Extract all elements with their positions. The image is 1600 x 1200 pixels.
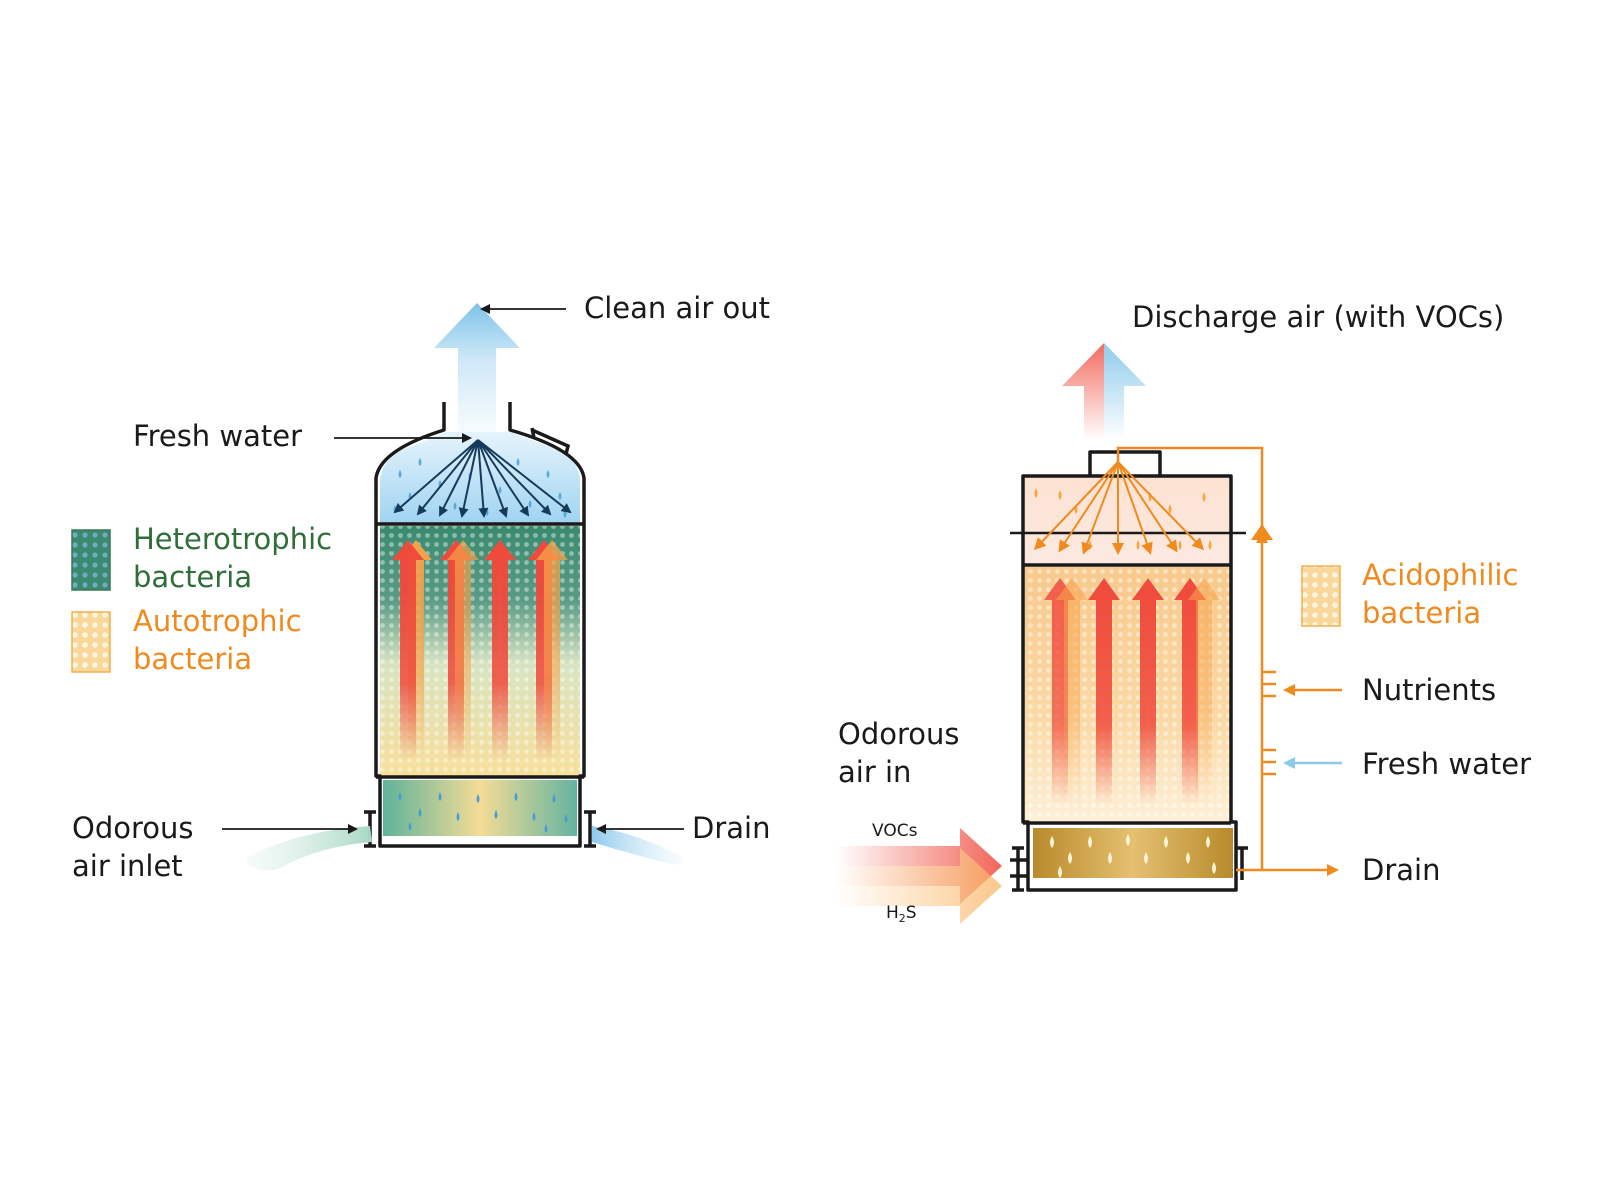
autotrophic-label-2: bacteria xyxy=(133,642,252,676)
acidophilic-label-1: Acidophilic xyxy=(1362,558,1518,592)
h2s-label: H2S xyxy=(886,903,917,925)
acidophilic-swatch xyxy=(1301,565,1341,627)
autotrophic-swatch xyxy=(71,611,111,673)
odorous-air-inlet-label-1: Odorous xyxy=(72,811,194,845)
right-scrubber xyxy=(836,343,1342,924)
fresh-water-right-label: Fresh water xyxy=(1362,747,1531,781)
drain-water-wisp xyxy=(592,826,684,865)
left-scrubber xyxy=(245,303,684,871)
top-droplets xyxy=(1034,488,1212,550)
discharge-air-label: Discharge air (with VOCs) xyxy=(1132,300,1504,334)
right-sump xyxy=(1033,828,1233,878)
inlet-air-wisp xyxy=(245,826,372,871)
spray-arrows xyxy=(393,439,572,518)
sump-droplets xyxy=(398,792,568,833)
clean-air-arrow xyxy=(434,303,520,445)
acidophilic-label-2: bacteria xyxy=(1362,596,1481,630)
vessel-outline xyxy=(374,402,586,848)
right-sump-droplets xyxy=(1050,834,1216,878)
bed-air-arrows xyxy=(392,540,568,760)
h2s-arrow xyxy=(836,848,1002,924)
heterotrophic-label-1: Heterotrophic xyxy=(133,522,332,556)
odorous-air-in-label-1: Odorous xyxy=(838,717,960,751)
sump xyxy=(383,780,577,836)
right-spray-arrows xyxy=(1033,461,1205,555)
odorous-air-in-label-2: air in xyxy=(838,755,911,789)
drain-right-label: Drain xyxy=(1362,853,1440,887)
clean-air-out-label: Clean air out xyxy=(584,291,770,325)
discharge-arrow-blue xyxy=(1104,343,1146,440)
discharge-arrow-red xyxy=(1062,343,1104,440)
autotrophic-label-1: Autotrophic xyxy=(133,604,302,638)
right-bed-air-arrows xyxy=(1044,578,1220,804)
odorous-air-inlet-label-2: air inlet xyxy=(72,849,183,883)
nutrients-label: Nutrients xyxy=(1362,673,1496,707)
vocs-label: VOCs xyxy=(872,821,918,841)
drain-label: Drain xyxy=(692,811,770,845)
heterotrophic-label-2: bacteria xyxy=(133,560,252,594)
fresh-water-label: Fresh water xyxy=(133,419,302,453)
heterotrophic-swatch xyxy=(71,529,111,591)
